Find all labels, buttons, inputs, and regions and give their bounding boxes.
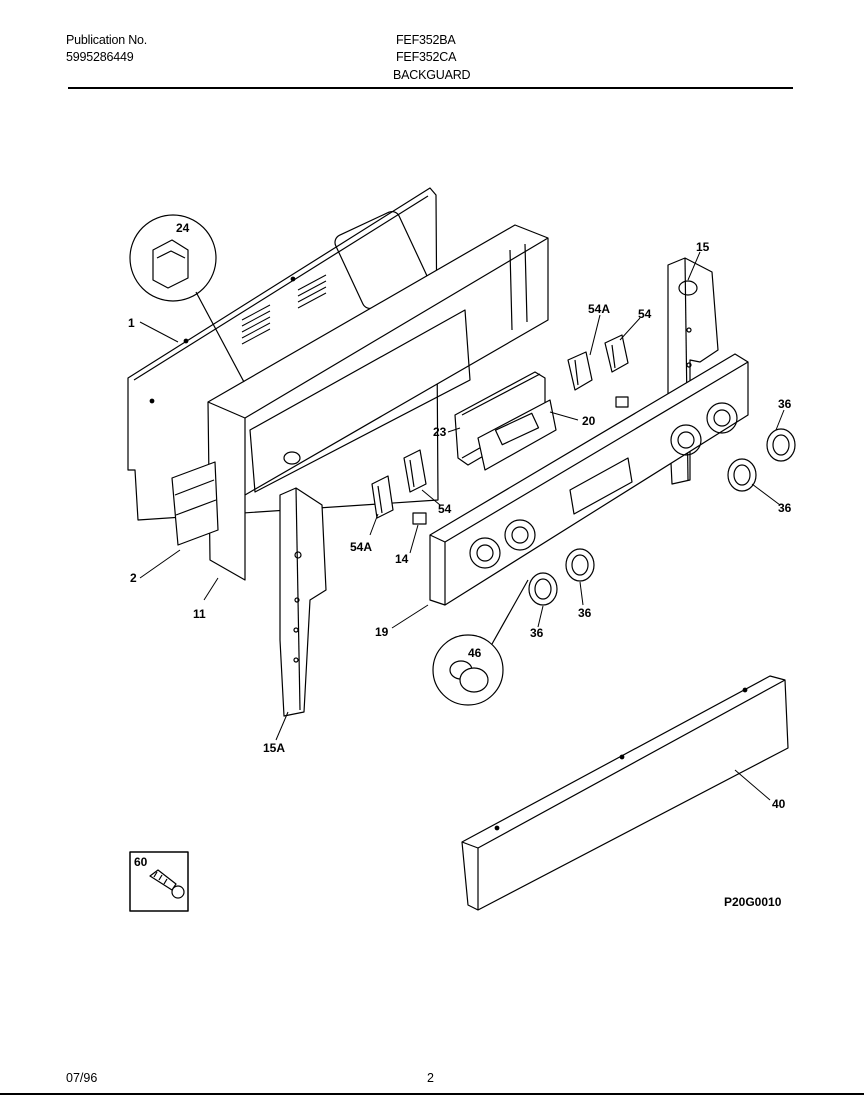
backguard-housing: [207, 224, 549, 581]
diagram-code: P20G0010: [724, 895, 782, 909]
callout-11: 11: [193, 607, 206, 621]
publication-number: 5995286449: [66, 50, 134, 64]
callout-36: 36: [778, 501, 792, 515]
knob-36: [766, 428, 796, 462]
switch-54-upper: [604, 334, 629, 373]
callout-1: 1: [128, 316, 135, 330]
callout-46: 46: [468, 646, 482, 660]
callout-2: 2: [130, 571, 137, 585]
footer-date: 07/96: [66, 1071, 98, 1085]
callout-36: 36: [530, 626, 544, 640]
indicator-light-14: [412, 512, 427, 525]
callout-20: 20: [582, 414, 596, 428]
indicator-light-upper: [615, 396, 629, 408]
knob-36: [565, 548, 595, 582]
callout-54: 54: [438, 502, 452, 516]
lower-bracket: [171, 461, 219, 546]
publication-label: Publication No.: [66, 33, 148, 47]
switch-54-lower: [403, 449, 427, 493]
switch-54a-upper: [567, 351, 593, 391]
rocker-switch-inset: [129, 214, 245, 383]
header-rule: [68, 87, 793, 89]
drip-trim: [461, 675, 789, 911]
knob-36: [528, 572, 558, 606]
callout-23: 23: [433, 425, 447, 439]
callout-24: 24: [176, 221, 190, 235]
callout-19: 19: [375, 625, 389, 639]
callout-54a: 54A: [588, 302, 610, 316]
page-number: 2: [427, 1071, 434, 1085]
callout-54a: 54A: [350, 540, 372, 554]
model-number-2: FEF352CA: [396, 50, 457, 64]
clock-timer-assembly: [454, 371, 557, 471]
screw-box: [129, 851, 189, 912]
model-number-1: FEF352BA: [396, 33, 456, 47]
leader-lines: [139, 251, 785, 801]
control-panel: [429, 353, 749, 606]
callout-15: 15: [696, 240, 710, 254]
left-side-bracket: [279, 487, 327, 717]
footer-rule: [0, 1093, 864, 1095]
callout-40: 40: [772, 797, 786, 811]
callout-15a: 15A: [263, 741, 285, 755]
section-title: BACKGUARD: [393, 68, 471, 82]
push-button-inset: [432, 579, 529, 706]
switch-54a-lower: [371, 475, 394, 519]
callout-36: 36: [778, 397, 792, 411]
callout-14: 14: [395, 552, 409, 566]
knob-36: [727, 458, 757, 492]
callout-36: 36: [578, 606, 592, 620]
callout-60: 60: [134, 855, 148, 869]
callout-54: 54: [638, 307, 652, 321]
